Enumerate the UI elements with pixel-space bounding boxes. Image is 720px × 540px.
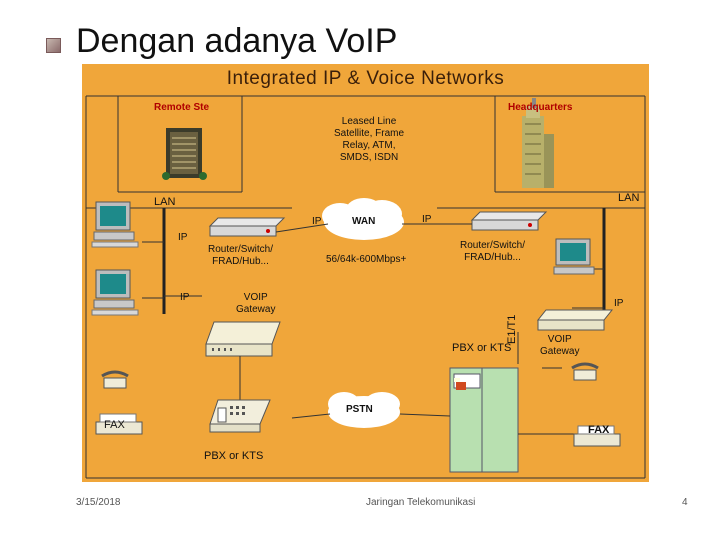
- diagram-title: Integrated IP & Voice Networks: [226, 68, 505, 89]
- fax-icon: [95, 413, 143, 435]
- pc-icon: [91, 269, 139, 316]
- hq-building-icon: [522, 98, 554, 188]
- router-icon: [208, 217, 286, 237]
- pc-icon: [91, 201, 139, 248]
- voip-gateway-left-label: VOIP Gateway: [236, 292, 276, 315]
- ip-label: IP: [422, 214, 432, 225]
- pstn-label: PSTN: [346, 404, 373, 415]
- voip-gateway-icon: [536, 309, 614, 331]
- wan-label: WAN: [352, 216, 376, 227]
- slide-title: Dengan adanya VoIP: [76, 22, 398, 60]
- footer-center-text: Jaringan Telekomunikasi: [366, 497, 476, 508]
- ip-label: IP: [312, 216, 322, 227]
- fax-right-label: FAX: [588, 424, 610, 436]
- router-icon: [470, 211, 548, 231]
- voip-gateway-right-label: VOIP Gateway: [540, 334, 580, 357]
- footer-date: 3/15/2018: [76, 497, 121, 508]
- telephone-icon: [571, 362, 599, 381]
- network-diagram: Integrated IP & Voice Networks Remote St…: [82, 64, 649, 482]
- remote-site-label: Remote Ste: [154, 102, 210, 113]
- wan-cloud-icon: [322, 198, 404, 240]
- headquarters-label: Headquarters: [508, 102, 573, 113]
- pbx-right-label: PBX or KTS: [452, 342, 512, 354]
- router-left-label: Router/Switch/ FRAD/Hub...: [208, 244, 274, 267]
- bullet-icon: [46, 38, 61, 53]
- pbx-phone-icon: [209, 399, 271, 433]
- page-number: 4: [682, 497, 688, 508]
- pbx-cabinet-icon: [449, 367, 519, 473]
- pstn-cloud-icon: [328, 392, 400, 428]
- lan-left-label: LAN: [154, 196, 176, 208]
- voip-gateway-icon: [205, 321, 281, 357]
- router-right-label: Router/Switch/ FRAD/Hub...: [460, 240, 526, 263]
- pc-icon: [553, 238, 595, 275]
- diagram-graphics: [85, 95, 646, 479]
- e1t1-label: E1/T1: [506, 314, 518, 344]
- ip-label: IP: [178, 232, 188, 243]
- speed-label: 56/64k-600Mbps+: [326, 254, 407, 265]
- leased-line-label: Leased Line Satellite, Frame Relay, ATM,…: [334, 116, 405, 163]
- pbx-left-label: PBX or KTS: [204, 450, 264, 462]
- lan-right-label: LAN: [618, 192, 640, 204]
- fax-left-label: FAX: [104, 419, 125, 431]
- ip-label: IP: [180, 292, 190, 303]
- telephone-icon: [101, 370, 129, 389]
- remote-building-icon: [162, 128, 207, 180]
- fax-icon: [573, 425, 621, 447]
- ip-label: IP: [614, 298, 624, 309]
